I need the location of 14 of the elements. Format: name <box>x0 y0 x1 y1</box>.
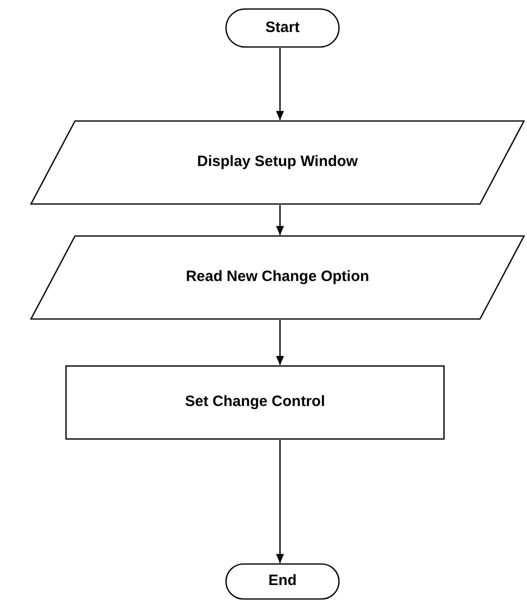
node-label: End <box>268 571 297 592</box>
node-label: Set Change Control <box>184 392 325 412</box>
arrow <box>276 205 284 235</box>
arrow <box>276 320 284 365</box>
arrow <box>276 440 284 563</box>
input-output-parallelogram <box>30 120 525 205</box>
node-label: Start <box>265 18 300 38</box>
node-label: Read New Change Option <box>186 267 370 288</box>
process-box <box>65 365 445 440</box>
input-output-parallelogram <box>30 235 525 320</box>
node-label: Display Setup Window <box>197 152 358 172</box>
terminal-shape <box>225 563 340 600</box>
arrow <box>276 48 284 120</box>
terminal-shape <box>225 8 340 48</box>
